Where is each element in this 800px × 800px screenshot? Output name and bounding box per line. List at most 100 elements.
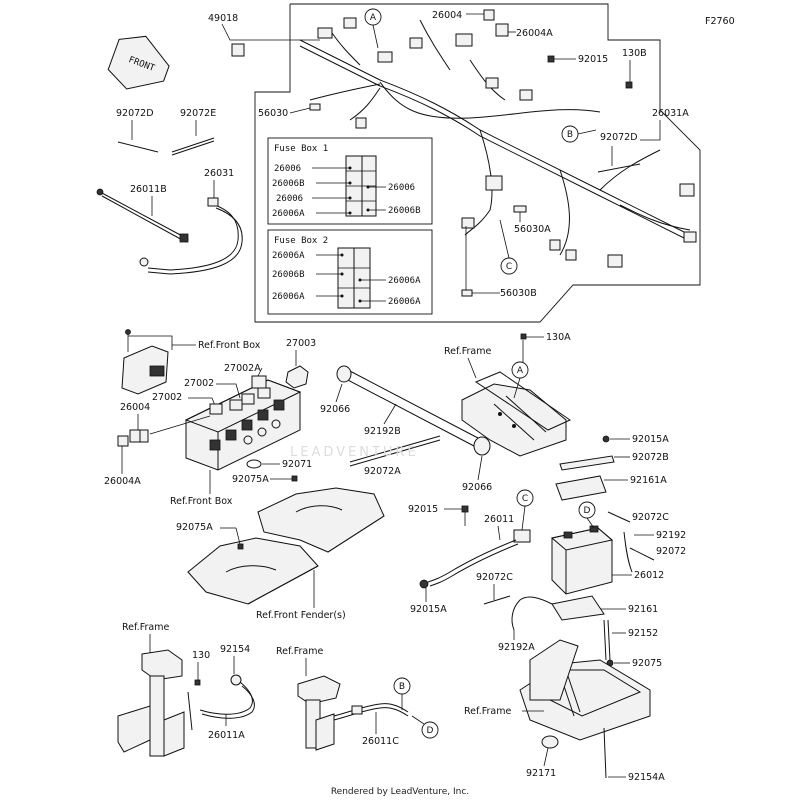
label-26004-top: 26004 — [432, 10, 462, 21]
callout-B-top: B — [561, 125, 597, 143]
svg-text:B: B — [567, 130, 573, 140]
svg-text:26006A: 26006A — [272, 251, 305, 261]
label-92071: 92071 — [282, 459, 312, 470]
ref-frame-mid: Ref.Frame — [276, 646, 323, 657]
svg-text:26006B: 26006B — [272, 179, 305, 189]
connector-49018 — [231, 43, 245, 57]
label-92072E: 92072E — [180, 108, 216, 119]
svg-text:26006A: 26006A — [272, 292, 305, 302]
svg-text:C: C — [522, 494, 528, 504]
svg-text:B: B — [399, 682, 405, 692]
svg-text:26006: 26006 — [388, 183, 415, 193]
label-92015-top: 92015 — [578, 54, 608, 65]
callout-C-top: C — [499, 219, 518, 275]
battery-group: 92015A 92072B 92161A 92072C 92192 92072 … — [464, 434, 686, 783]
label-92015A-b: 92015A — [410, 604, 447, 615]
ref-front-box-top: Ref.Front Box — [198, 340, 261, 351]
label-26011B: 26011B — [130, 184, 167, 195]
label-92015: 92015 — [408, 504, 438, 515]
label-92075: 92075 — [632, 658, 662, 669]
label-92154: 92154 — [220, 644, 250, 655]
label-27003: 27003 — [286, 338, 316, 349]
label-26004A: 26004A — [104, 476, 141, 487]
label-27002-a: 27002 — [184, 378, 214, 389]
fuse-box-2: Fuse Box 2 26006A 26006B 26006A 26006A 2… — [267, 229, 433, 315]
label-92072D-left: 92072D — [116, 108, 154, 119]
ref-frame-right: Ref.Frame — [464, 706, 511, 717]
label-92192: 92192 — [656, 530, 686, 541]
label-92072A: 92072A — [364, 466, 401, 477]
label-92066-b: 92066 — [462, 482, 492, 493]
svg-text:C: C — [506, 262, 512, 272]
main-wire-harness — [299, 17, 697, 268]
callout-A-top: A — [364, 8, 382, 49]
label-92154A: 92154A — [628, 772, 665, 783]
label-92072C-right: 92072C — [632, 512, 669, 523]
svg-text:A: A — [370, 13, 377, 23]
footer-credit: Rendered by LeadVenture, Inc. — [331, 787, 469, 797]
figure-code: F2760 — [705, 16, 735, 27]
label-92161: 92161 — [628, 604, 658, 615]
label-56030: 56030 — [258, 108, 288, 119]
label-26011: 26011 — [484, 514, 514, 525]
watermark: LEADVENTURE — [290, 445, 419, 460]
svg-text:D: D — [427, 726, 434, 736]
label-26004A-top: 26004A — [516, 28, 553, 39]
harness-frame-outline — [254, 3, 701, 323]
svg-text:Fuse Box 1: Fuse Box 1 — [274, 144, 328, 154]
label-92075A-b: 92075A — [176, 522, 213, 533]
front-box-group: Ref.Front Box 27003 27002A 27002 27002 2… — [104, 329, 316, 507]
label-26011A: 26011A — [208, 730, 245, 741]
label-92152: 92152 — [628, 628, 658, 639]
front-arrow-icon: FRONT — [107, 35, 170, 90]
top-labels: 49018 26004 26004A 92015 130B 26031A 560… — [208, 9, 689, 299]
label-27002A: 27002A — [224, 363, 261, 374]
label-26012: 26012 — [634, 570, 664, 581]
ref-front-fenders: Ref.Front Fender(s) — [256, 610, 346, 621]
bottom-left-frame: Ref.Frame 130 92154 26011A — [117, 622, 255, 757]
battery-cable-group: 92015 26011 C 92072C 92015A 92192A — [408, 489, 553, 653]
ref-frame-top: Ref.Frame — [444, 346, 491, 357]
label-130: 130 — [192, 650, 210, 661]
label-26004: 26004 — [120, 402, 150, 413]
label-92072: 92072 — [656, 546, 686, 557]
label-92075A-a: 92075A — [232, 474, 269, 485]
ref-frame-left: Ref.Frame — [122, 622, 169, 633]
label-49018: 49018 — [208, 13, 238, 24]
label-92072D-right: 92072D — [600, 132, 638, 143]
left-small-parts: 92072D 92072E 26031 26011B — [96, 108, 243, 275]
svg-text:A: A — [517, 366, 524, 376]
label-130B: 130B — [622, 48, 647, 59]
label-26031: 26031 — [204, 168, 234, 179]
label-26031A: 26031A — [652, 108, 689, 119]
svg-text:26006: 26006 — [276, 194, 303, 204]
svg-text:26006A: 26006A — [388, 276, 421, 286]
fuse-box-1: Fuse Box 1 26006 26006B 26006 26006A 260… — [267, 137, 433, 225]
label-92192B: 92192B — [364, 426, 401, 437]
frame-group: Ref.Frame 130A A — [444, 332, 571, 457]
svg-text:D: D — [584, 506, 591, 516]
svg-text:26006B: 26006B — [388, 206, 421, 216]
svg-text:26006A: 26006A — [272, 209, 305, 219]
label-92072B: 92072B — [632, 452, 669, 463]
bottom-mid-frame: Ref.Frame B D 26011C — [276, 646, 439, 751]
ref-front-box-bottom: Ref.Front Box — [170, 496, 233, 507]
label-92161A: 92161A — [630, 475, 667, 486]
svg-text:26006: 26006 — [274, 164, 301, 174]
label-130A: 130A — [546, 332, 571, 343]
label-56030B: 56030B — [500, 288, 537, 299]
label-26011C: 26011C — [362, 736, 399, 747]
label-92171: 92171 — [526, 768, 556, 779]
label-92015A: 92015A — [632, 434, 669, 445]
svg-text:26006A: 26006A — [388, 297, 421, 307]
label-92066-a: 92066 — [320, 404, 350, 415]
fuse-holder-92192B: 92066 92192B 92072A 92066 — [320, 365, 492, 493]
svg-text:26006B: 26006B — [272, 270, 305, 280]
label-56030A: 56030A — [514, 224, 551, 235]
front-fender-plates: 92075A Ref.Front Fender(s) — [176, 487, 385, 621]
label-92072C: 92072C — [476, 572, 513, 583]
label-92192A: 92192A — [498, 642, 535, 653]
svg-text:Fuse Box 2: Fuse Box 2 — [274, 236, 328, 246]
